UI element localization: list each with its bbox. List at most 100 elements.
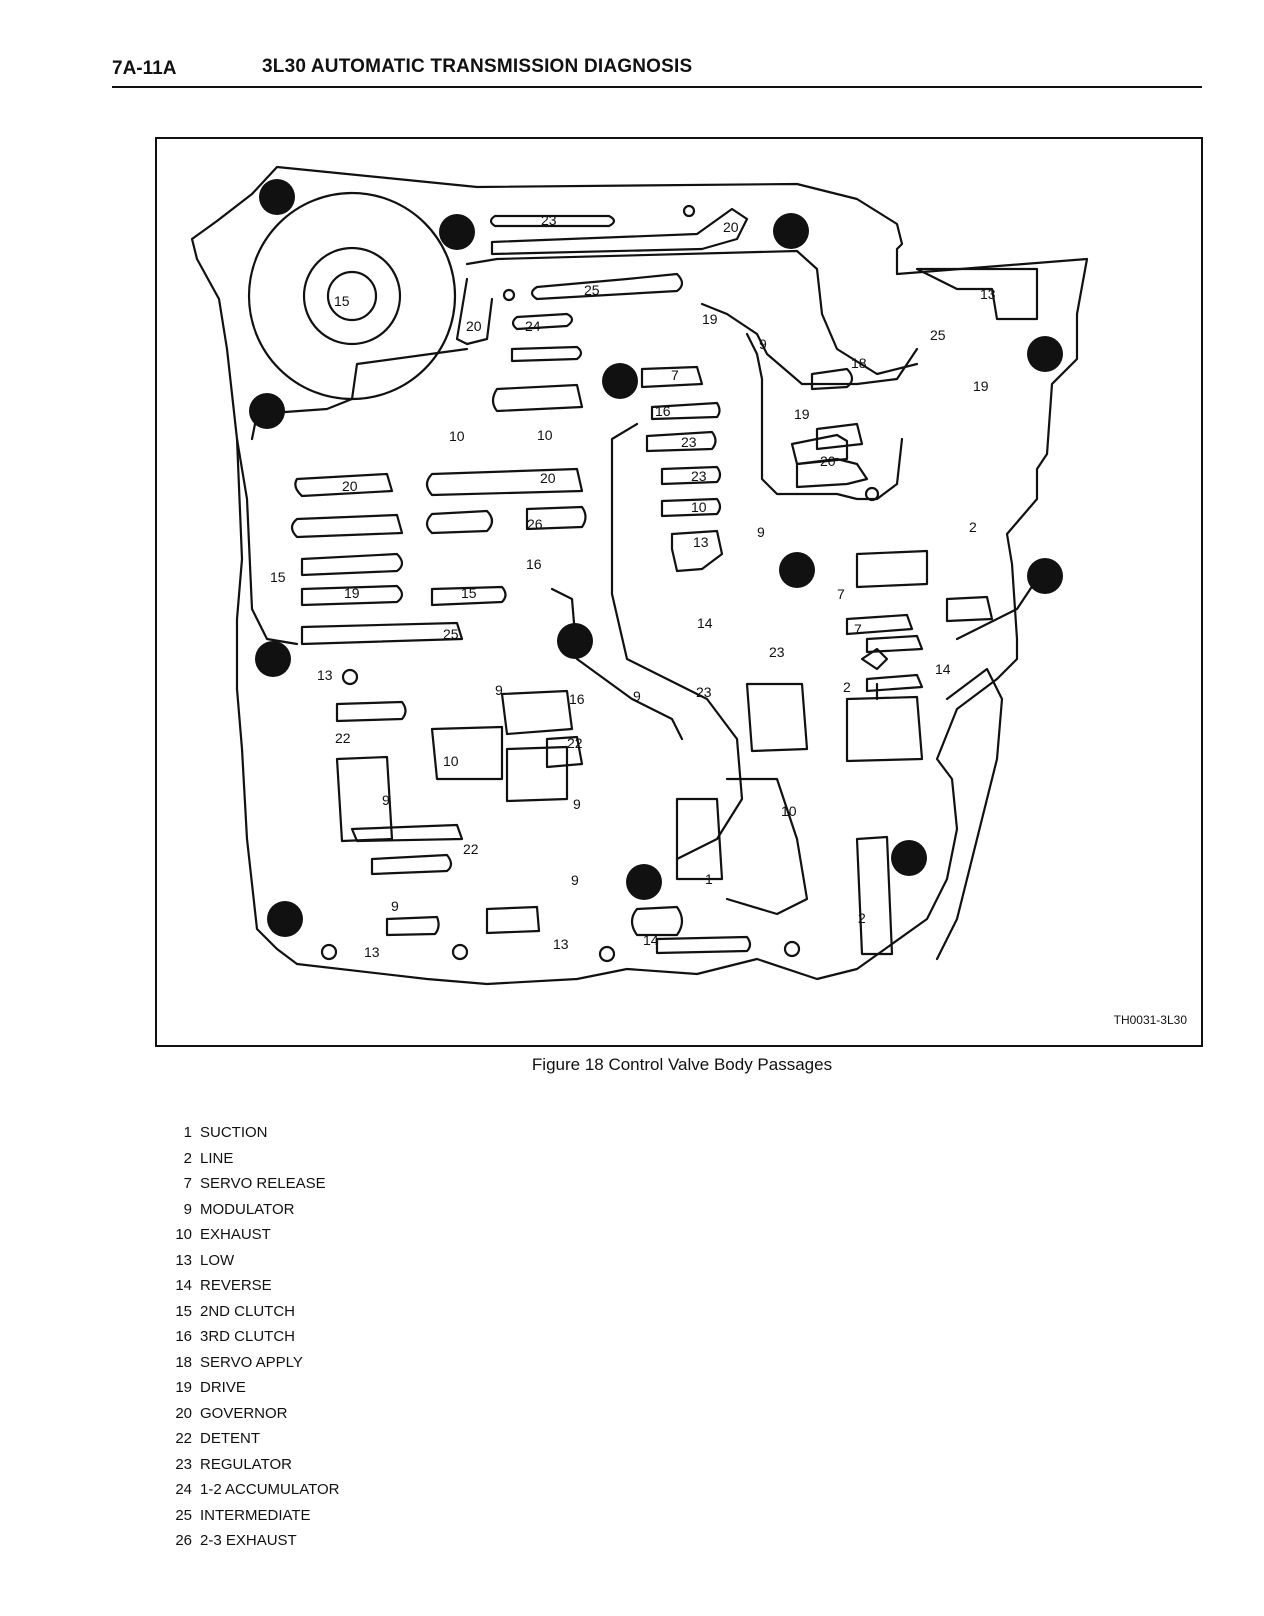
passage-label: 9 — [382, 792, 390, 808]
legend-number: 9 — [183, 1200, 192, 1218]
legend-label: REVERSE — [200, 1277, 272, 1295]
passage-label: 25 — [584, 282, 600, 298]
passage-label: 23 — [769, 644, 785, 660]
legend-item: 10 EXHAUST — [170, 1222, 339, 1248]
legend-label: DRIVE — [200, 1379, 246, 1397]
passage-label: 24 — [525, 318, 541, 334]
passage-label: 23 — [696, 684, 712, 700]
legend-number: 7 — [183, 1175, 192, 1193]
page-header: 7A-11A 3L30 AUTOMATIC TRANSMISSION DIAGN… — [112, 56, 1202, 88]
passage-label: 26 — [527, 516, 543, 532]
legend-item: 7 SERVO RELEASE — [170, 1171, 339, 1197]
passage-label: 22 — [463, 841, 479, 857]
passage-label: 20 — [723, 219, 739, 235]
legend-item: 26 2-3 EXHAUST — [170, 1528, 339, 1554]
legend-number: 26 — [175, 1532, 192, 1550]
legend-number: 23 — [175, 1455, 192, 1473]
passage-label: 1 — [705, 871, 713, 887]
legend-label: MODULATOR — [200, 1200, 295, 1218]
passage-label: 9 — [391, 898, 399, 914]
bolt-holes — [249, 179, 1063, 937]
passage-label: 23 — [681, 434, 697, 450]
passage-label: 2 — [843, 679, 851, 695]
passage-label: 25 — [930, 327, 946, 343]
passage-label: 20 — [466, 318, 482, 334]
passage-label: 22 — [567, 735, 583, 751]
legend-number: 22 — [175, 1430, 192, 1448]
passage-label: 19 — [344, 585, 360, 601]
passage-label: 7 — [671, 367, 679, 383]
legend-item: 9 MODULATOR — [170, 1197, 339, 1223]
passage-label: 13 — [693, 534, 709, 550]
passage-label: 15 — [334, 293, 350, 309]
passage-label: 16 — [655, 403, 671, 419]
passage-label: 16 — [569, 691, 585, 707]
passage-label: 10 — [443, 753, 459, 769]
legend-item: 2 LINE — [170, 1146, 339, 1172]
passage-label: 9 — [633, 688, 641, 704]
legend-item: 19 DRIVE — [170, 1375, 339, 1401]
legend-label: LOW — [200, 1251, 235, 1269]
passage-label: 19 — [973, 378, 989, 394]
passage-label: 9 — [757, 524, 765, 540]
passage-label: 20 — [342, 478, 358, 494]
passage-label: 20 — [540, 470, 556, 486]
page-code: 7A-11A — [112, 58, 177, 79]
legend-item: 22 DETENT — [170, 1426, 339, 1452]
legend-label: GOVERNOR — [200, 1404, 288, 1422]
legend-number: 19 — [175, 1379, 192, 1397]
legend-label: SUCTION — [200, 1124, 268, 1142]
passage-label: 15 — [461, 585, 477, 601]
legend-number: 1 — [183, 1124, 192, 1142]
passage-label: 14 — [935, 661, 951, 677]
passage-label: 22 — [335, 730, 351, 746]
passage-label: 10 — [537, 427, 553, 443]
legend-label: SERVO APPLY — [200, 1353, 303, 1371]
legend-label: LINE — [200, 1149, 234, 1167]
legend-number: 10 — [175, 1226, 192, 1244]
passage-label: 14 — [697, 615, 713, 631]
passage-label: 13 — [317, 667, 333, 683]
passage-label: 10 — [781, 803, 797, 819]
legend-number: 14 — [175, 1277, 192, 1295]
passage-label: 20 — [820, 453, 836, 469]
legend-number: 25 — [175, 1506, 192, 1524]
legend-label: 2-3 EXHAUST — [200, 1532, 297, 1550]
passage-label: 15 — [270, 569, 286, 585]
legend-number: 16 — [175, 1328, 192, 1346]
legend-number: 2 — [183, 1149, 192, 1167]
legend-label: DETENT — [200, 1430, 260, 1448]
legend-item: 14 REVERSE — [170, 1273, 339, 1299]
legend-item: 1 SUCTION — [170, 1120, 339, 1146]
passage-label: 7 — [854, 621, 862, 637]
legend-item: 15 2ND CLUTCH — [170, 1299, 339, 1325]
passage-label: 13 — [364, 944, 380, 960]
passage-label: 10 — [691, 499, 707, 515]
passage-label: 23 — [541, 212, 557, 228]
legend-number: 24 — [175, 1481, 192, 1499]
valve-body-outline — [190, 165, 1089, 986]
valve-body-diagram: 23 20 13 25 15 20 24 19 9 18 25 19 7 16 … — [155, 137, 1203, 1047]
passage-label: 2 — [858, 910, 866, 926]
legend-label: 2ND CLUTCH — [200, 1302, 296, 1320]
passage-label: 23 — [691, 468, 707, 484]
passage-label: 13 — [980, 286, 996, 302]
valve-body-svg: 23 20 13 25 15 20 24 19 9 18 25 19 7 16 … — [190, 165, 1089, 986]
legend-number: 15 — [175, 1302, 192, 1320]
passage-label: 19 — [794, 406, 810, 422]
passage-label: 2 — [969, 519, 977, 535]
passage-label: 7 — [837, 586, 845, 602]
passage-legend: 1 SUCTION 2 LINE 7 SERVO RELEASE 9 MODULATOR… — [170, 1120, 339, 1554]
passage-label: 16 — [526, 556, 542, 572]
legend-label: SERVO RELEASE — [200, 1175, 326, 1193]
legend-label: EXHAUST — [200, 1226, 271, 1244]
passage-label: 25 — [443, 626, 459, 642]
passage-label: 18 — [851, 355, 867, 371]
